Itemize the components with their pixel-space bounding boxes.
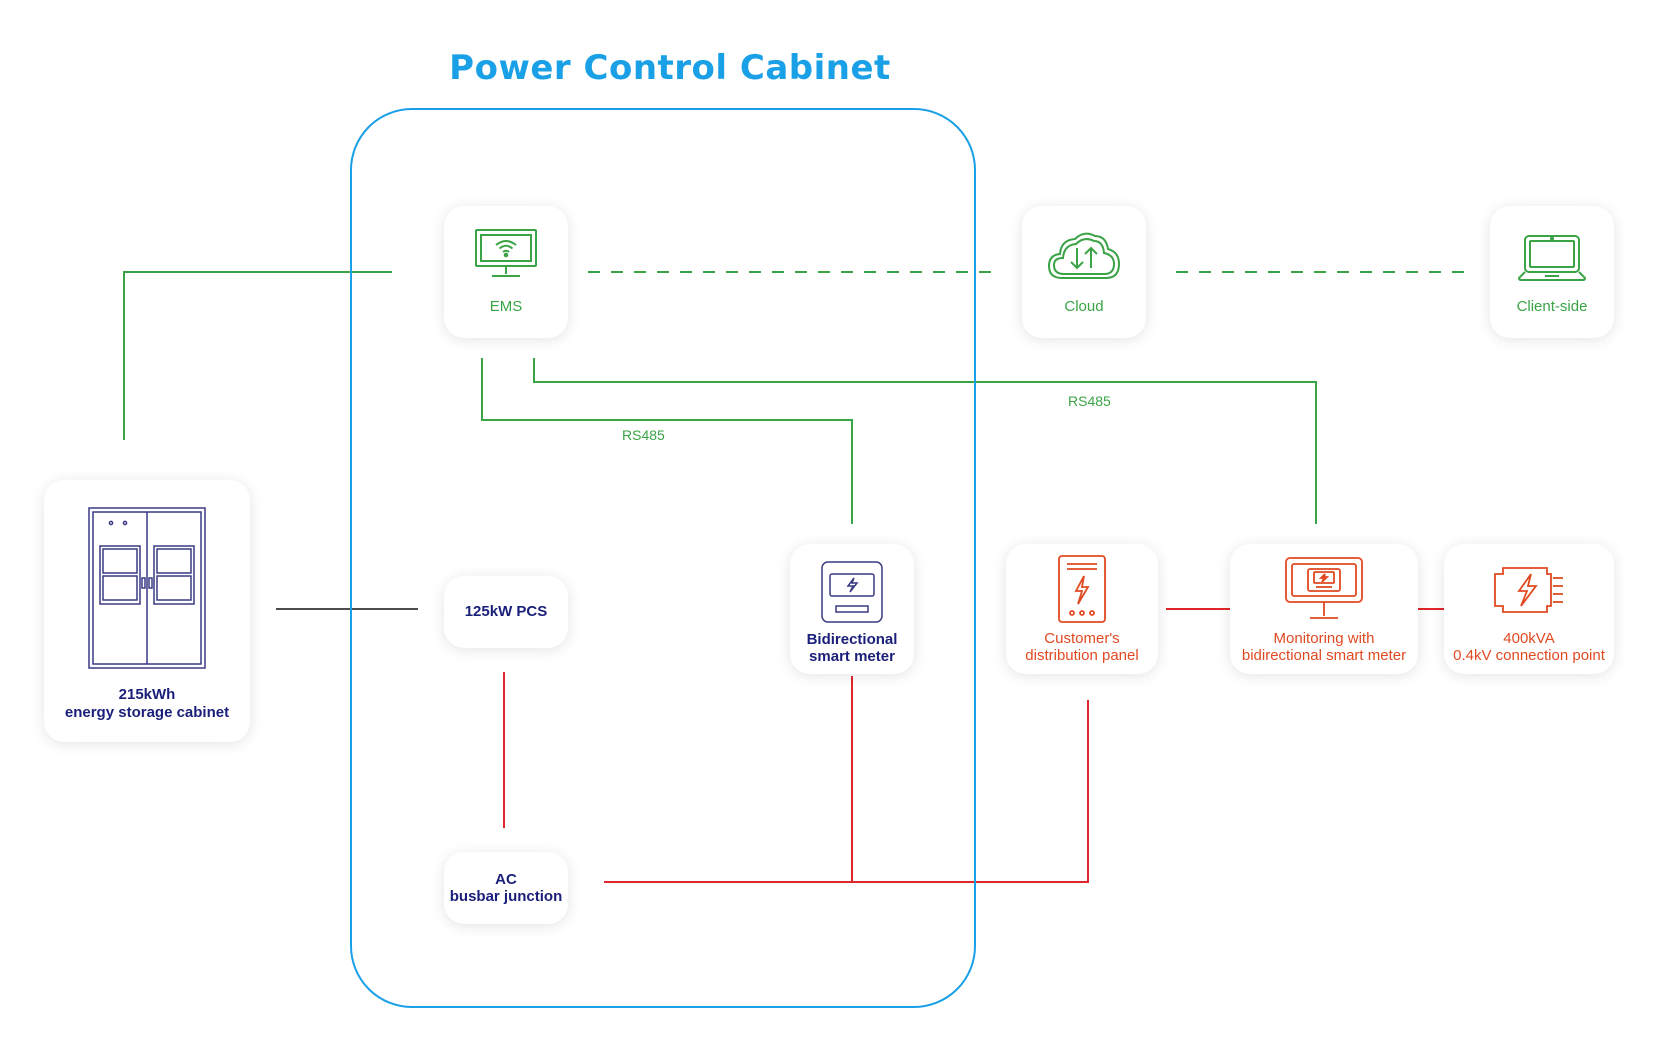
ac-busbar-junction-node[interactable]: AC busbar junction <box>444 852 568 924</box>
cloud-node[interactable]: Cloud <box>1022 206 1146 338</box>
storage-label-line1: 215kWh <box>118 686 176 703</box>
busbar-label-line2: busbar junction <box>449 888 563 905</box>
power-control-cabinet-frame <box>350 108 976 1008</box>
monitor-label-line2: bidirectional smart meter <box>1241 647 1407 664</box>
monitor-wifi-icon <box>475 229 537 277</box>
battery-connection-icon <box>1494 567 1563 613</box>
busbar-panel-link <box>604 700 1089 883</box>
pcs-label: 125kW PCS <box>464 603 548 620</box>
bidirectional-smart-meter-node[interactable]: Bidirectional smart meter <box>790 544 914 674</box>
client-side-label: Client-side <box>1516 298 1588 315</box>
panel-label-line2: distribution panel <box>1025 647 1139 664</box>
page-title: Power Control Cabinet <box>449 48 891 88</box>
ems-meter-rs485-link <box>481 358 853 524</box>
ems-monitor-rs485-link <box>533 358 1317 524</box>
storage-cabinet-icon <box>88 507 206 669</box>
meter-label-line1: Bidirectional <box>806 631 898 648</box>
rs485-monitor-label: RS485 <box>1068 393 1111 409</box>
monitoring-smart-meter-node[interactable]: Monitoring with bidirectional smart mete… <box>1230 544 1418 674</box>
monitor-meter-icon <box>1285 557 1363 619</box>
rs485-meter-label: RS485 <box>622 427 665 443</box>
client-side-node[interactable]: Client-side <box>1490 206 1614 338</box>
pcs-node[interactable]: 125kW PCS <box>444 576 568 648</box>
storage-ems-link <box>123 271 392 440</box>
monitor-label-line1: Monitoring with <box>1273 630 1375 647</box>
connection-label-line2: 0.4kV connection point <box>1453 647 1605 664</box>
cloud-label: Cloud <box>1064 298 1104 315</box>
distribution-panel-node[interactable]: Customer's distribution panel <box>1006 544 1158 674</box>
smart-meter-icon <box>821 561 883 623</box>
panel-label-line1: Customer's <box>1044 630 1120 647</box>
energy-storage-cabinet-node[interactable]: 215kWh energy storage cabinet <box>44 480 250 742</box>
busbar-label-line1: AC <box>495 871 517 888</box>
connection-point-node[interactable]: 400kVA 0.4kV connection point <box>1444 544 1614 674</box>
storage-label-line2: energy storage cabinet <box>64 704 230 721</box>
cloud-sync-icon <box>1047 232 1121 279</box>
ems-node[interactable]: EMS <box>444 206 568 338</box>
meter-label-line2: smart meter <box>809 648 895 665</box>
connection-label-line1: 400kVA <box>1503 630 1555 647</box>
laptop-icon <box>1517 235 1587 281</box>
ems-label: EMS <box>489 298 523 315</box>
distribution-panel-icon <box>1058 555 1106 623</box>
